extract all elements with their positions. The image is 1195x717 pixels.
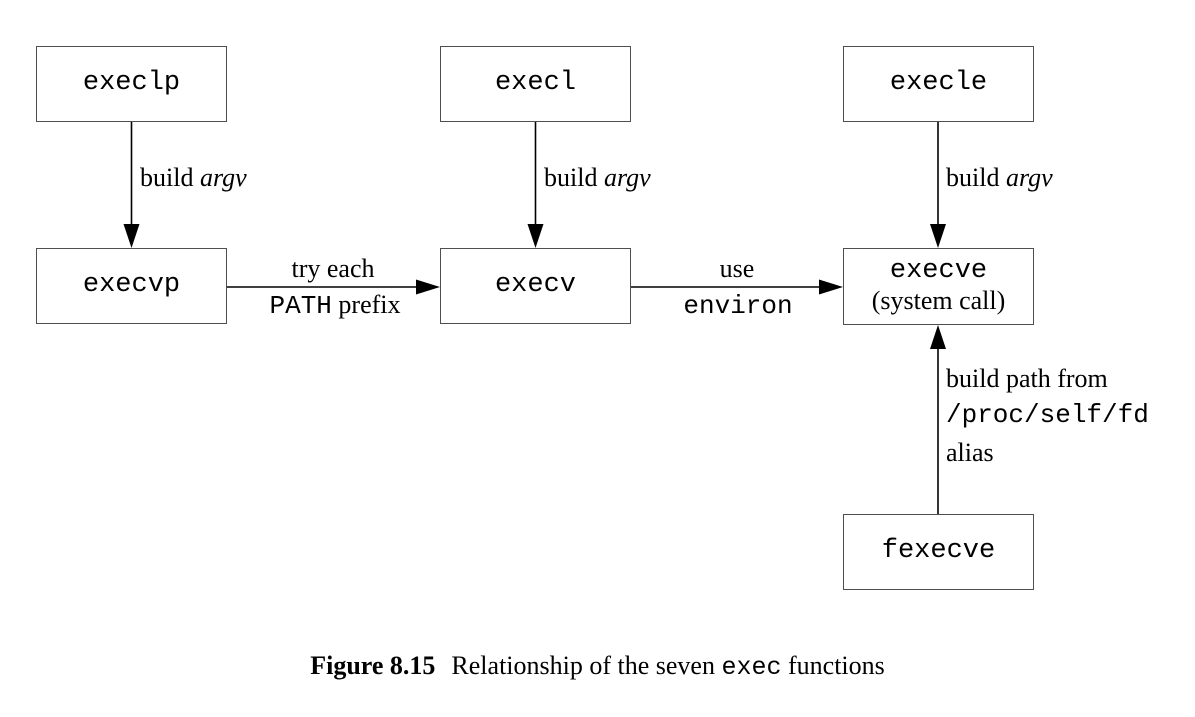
box-execv-label: execv xyxy=(494,270,576,301)
edge-label-text: build xyxy=(544,163,598,192)
box-execl-label: execl xyxy=(494,68,576,99)
edge-label-try-each: try each xyxy=(291,255,374,282)
edge-label-execl-to-execv: build argv xyxy=(544,164,651,191)
edge-label-text: build xyxy=(946,163,1000,192)
edge-label-line2-text: prefix xyxy=(338,290,401,319)
box-execle-label: execle xyxy=(889,68,988,99)
figure-caption-code: exec xyxy=(721,653,782,682)
box-execvp: execvp xyxy=(36,248,227,324)
edge-label-code: /proc/self/fd xyxy=(946,400,1149,430)
box-fexecve-label: fexecve xyxy=(881,536,996,567)
box-execvp-label: execvp xyxy=(82,270,181,301)
edge-label-code: PATH xyxy=(269,291,332,321)
box-execve-sublabel: (system call) xyxy=(871,286,1006,316)
box-execlp: execlp xyxy=(36,46,227,122)
edge-label-use: use xyxy=(720,255,755,282)
box-execlp-label: execlp xyxy=(82,68,181,99)
edge-label-execlp-to-execvp: build argv xyxy=(140,164,247,191)
figure-caption-text-before: Relationship of the seven xyxy=(451,651,715,680)
arrowhead-execvp-to-execv xyxy=(416,279,440,295)
edge-label-line1: try each xyxy=(291,254,375,283)
figure-caption: Figure 8.15 Relationship of the seven exe… xyxy=(0,651,1195,682)
box-execv: execv xyxy=(440,248,631,324)
edge-label-line1: use xyxy=(719,254,755,283)
arrowhead-execle-to-execve xyxy=(930,224,946,248)
edge-label-execle-to-execve: build argv xyxy=(946,164,1053,191)
edge-label-emphasis: argv xyxy=(603,163,651,192)
box-execve-label: execve xyxy=(889,256,988,287)
arrowhead-execlp-to-execvp xyxy=(123,224,140,248)
figure-caption-text-after: functions xyxy=(788,651,885,680)
box-fexecve: fexecve xyxy=(843,514,1034,590)
edge-label-line3: alias xyxy=(946,438,994,467)
edge-label-line1: build path from xyxy=(946,364,1108,393)
box-execve: execve (system call) xyxy=(843,248,1034,325)
arrowhead-fexecve-to-execve xyxy=(930,325,946,349)
edge-label-code: environ xyxy=(683,291,793,321)
edge-label-text: build xyxy=(140,163,194,192)
edge-label-emphasis: argv xyxy=(199,163,247,192)
box-execle: execle xyxy=(843,46,1034,122)
box-execl: execl xyxy=(440,46,631,122)
edge-label-path-prefix: PATH prefix xyxy=(269,291,400,320)
arrowhead-execl-to-execv xyxy=(527,224,544,248)
edge-label-emphasis: argv xyxy=(1005,163,1053,192)
figure-caption-number: Figure 8.15 xyxy=(310,651,436,680)
arrowhead-execv-to-execve xyxy=(819,279,843,295)
edge-label-fexecve-to-execve: build path from /proc/self/fd alias xyxy=(946,360,1149,471)
edge-label-environ: environ xyxy=(683,291,792,320)
